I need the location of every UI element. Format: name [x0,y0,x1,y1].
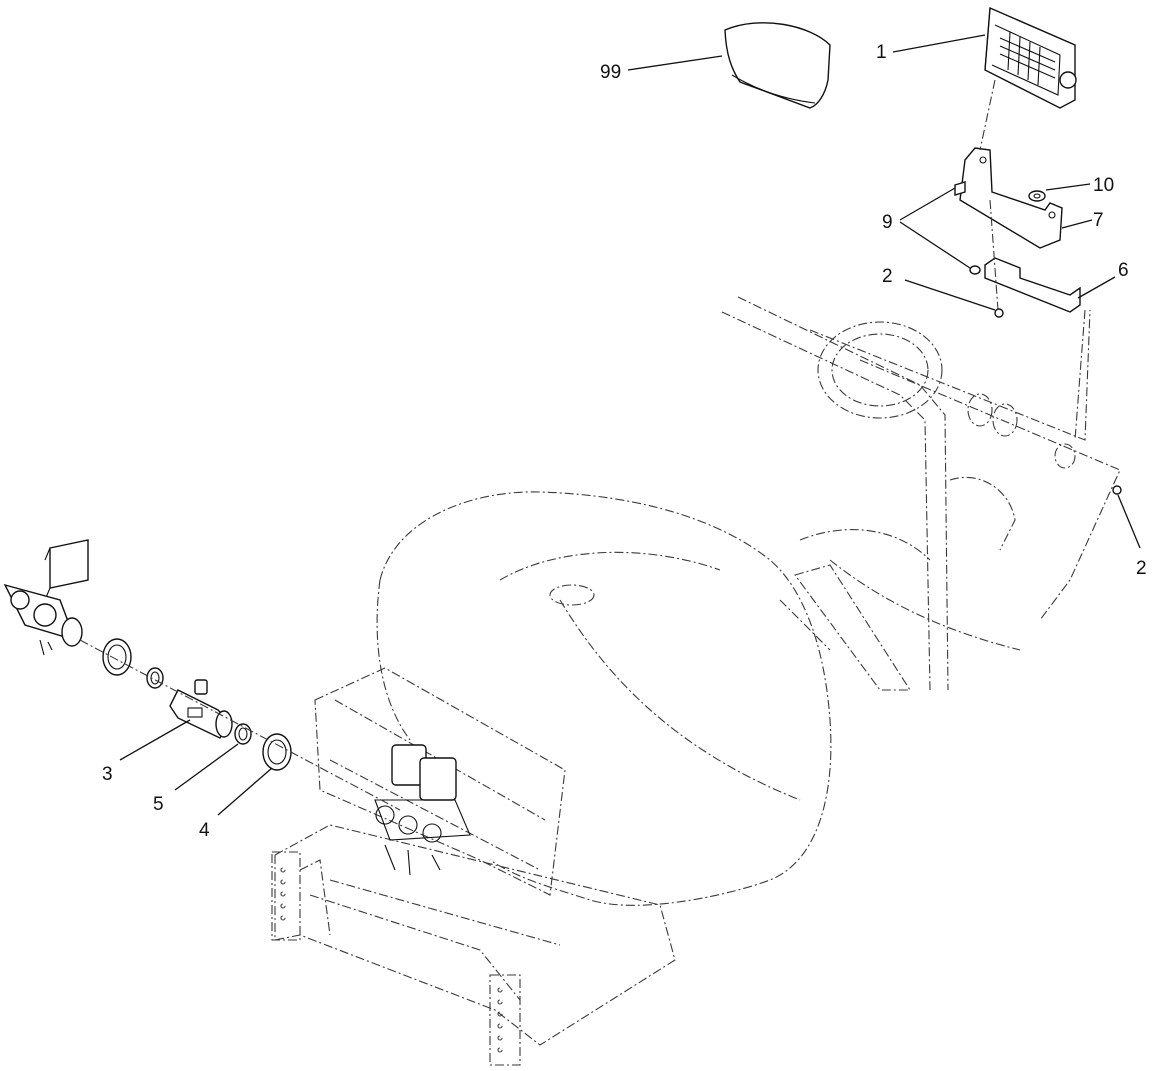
vehicle-phantom-outline [271,296,1121,1066]
part-4-clamp-left [102,638,132,676]
callout-2-right: 2 [1136,558,1147,579]
callout-3: 3 [102,764,113,785]
callout-2-upper: 2 [882,266,893,287]
loose-valve-assembly [3,539,89,656]
part-6-bracket [984,257,1081,313]
part-7-bracket [959,147,1063,249]
module-keypad-grid [999,31,1056,86]
callout-labels: 99 1 10 9 7 6 2 2 3 5 4 [102,42,1147,841]
callout-6: 6 [1118,260,1129,281]
callout-7: 7 [1093,210,1104,231]
part-99-cover [724,22,831,109]
spray-valve-manifold [374,744,471,876]
bumper-holes-right [497,987,503,1053]
callout-4: 4 [199,820,210,841]
part-10-washer [1028,190,1046,202]
part-2-nuts [994,308,1122,495]
leader-lines [119,34,1141,816]
callout-10: 10 [1093,175,1114,196]
part-5-oring-right [234,723,252,745]
part-1-control-module [984,6,1077,109]
bumper-holes-left [280,867,286,921]
callout-1: 1 [876,42,887,63]
callout-9: 9 [882,212,893,233]
callout-5: 5 [153,794,164,815]
part-3-flowmeter-fitting [169,679,233,739]
part-9-fasteners [954,181,981,275]
part-5-oring-left [146,667,164,689]
callout-99: 99 [600,62,621,83]
